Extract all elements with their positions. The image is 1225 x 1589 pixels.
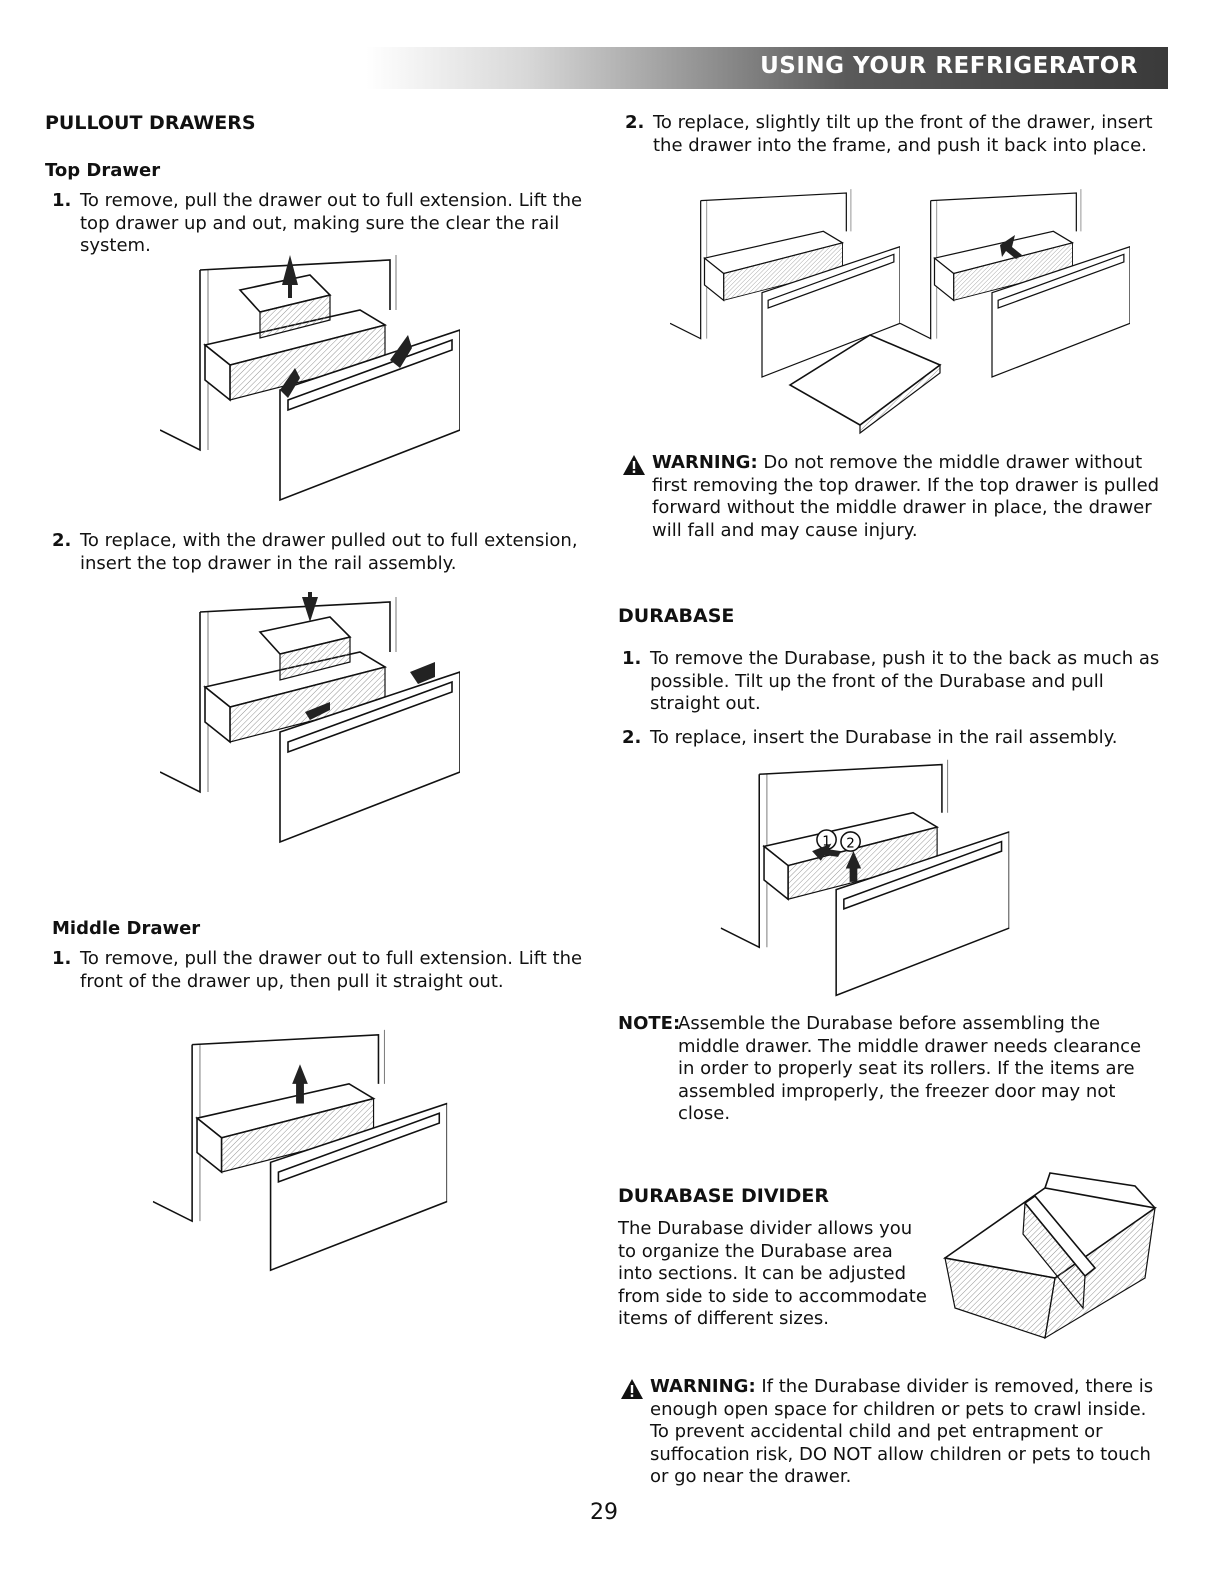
step-number: 1. — [52, 190, 72, 211]
figure-middle-drawer-replace — [670, 188, 1130, 435]
pullout-heading-wrap: PULLOUT DRAWERS — [45, 112, 256, 134]
callout-2-circle — [840, 831, 861, 852]
step-number: 1. — [622, 648, 642, 669]
step-number: 1. — [52, 948, 72, 969]
figure-top-drawer-remove — [160, 254, 460, 501]
step-text: To remove the Durabase, push it to the b… — [650, 648, 1160, 714]
callout-2: 2 — [846, 836, 855, 851]
durabase-heading-wrap: DURABASE — [618, 605, 734, 627]
note-label: NOTE: — [618, 1013, 681, 1034]
warning-text: Do not remove the middle drawer without … — [652, 452, 1160, 541]
figure-durabase-divider — [942, 1172, 1158, 1340]
durabase-step-2: 2. To replace, insert the Durabase in th… — [622, 727, 1162, 750]
top-drawer-step-1: 1. To remove, pull the drawer out to ful… — [52, 190, 597, 258]
page-number: 29 — [590, 1500, 618, 1525]
step-text: To remove, pull the drawer out to full e… — [80, 190, 583, 256]
step-text: To replace, slightly tilt up the front o… — [653, 112, 1153, 156]
durabase-step-1: 1. To remove the Durabase, push it to th… — [622, 648, 1162, 716]
warning-divider: WARNING: If the Durabase divider is remo… — [620, 1376, 1165, 1489]
figure-middle-drawer-remove — [152, 1029, 448, 1271]
middle-drawer-step-1: 1. To remove, pull the drawer out to ful… — [52, 948, 597, 993]
warning-label: WARNING: — [650, 1376, 756, 1397]
warning-middle-drawer: WARNING: Do not remove the middle drawer… — [622, 452, 1162, 542]
step-text: To remove, pull the drawer out to full e… — [80, 948, 583, 992]
middle-drawer-heading-wrap: Middle Drawer — [52, 918, 200, 939]
middle-drawer-heading: Middle Drawer — [52, 918, 201, 939]
middle-drawer-step-2: 2. To replace, slightly tilt up the fron… — [625, 112, 1170, 157]
step-text: To replace, with the drawer pulled out t… — [80, 530, 578, 574]
durabase-heading: DURABASE — [618, 605, 735, 627]
warning-label: WARNING: — [652, 452, 758, 473]
step-text: To replace, insert the Durabase in the r… — [650, 727, 1118, 748]
step-number: 2. — [52, 530, 72, 551]
divider-heading-wrap: DURABASE DIVIDER — [618, 1185, 829, 1207]
figure-top-drawer-replace — [160, 592, 460, 843]
top-drawer-heading: Top Drawer — [45, 160, 161, 181]
header-title: USING YOUR REFRIGERATOR — [760, 53, 1138, 79]
warning-text: If the Durabase divider is removed, ther… — [650, 1376, 1154, 1487]
figure-durabase: 1 2 — [720, 759, 1010, 997]
callout-1: 1 — [822, 834, 831, 849]
warning-icon — [620, 1378, 644, 1400]
pullout-drawers-heading: PULLOUT DRAWERS — [45, 112, 256, 134]
durabase-divider-heading: DURABASE DIVIDER — [618, 1185, 829, 1207]
divider-text: The Durabase divider allows you to organ… — [618, 1218, 927, 1329]
top-drawer-heading-wrap: Top Drawer — [45, 160, 160, 181]
header-banner: USING YOUR REFRIGERATOR — [366, 47, 1168, 89]
note-text: Assemble the Durabase before assembling … — [678, 1013, 1142, 1124]
top-drawer-step-2: 2. To replace, with the drawer pulled ou… — [52, 530, 597, 575]
step-number: 2. — [622, 727, 642, 748]
divider-text-wrap: The Durabase divider allows you to organ… — [618, 1218, 928, 1331]
warning-icon — [622, 454, 646, 476]
note-durabase: NOTE: Assemble the Durabase before assem… — [618, 1013, 1163, 1126]
step-number: 2. — [625, 112, 645, 133]
